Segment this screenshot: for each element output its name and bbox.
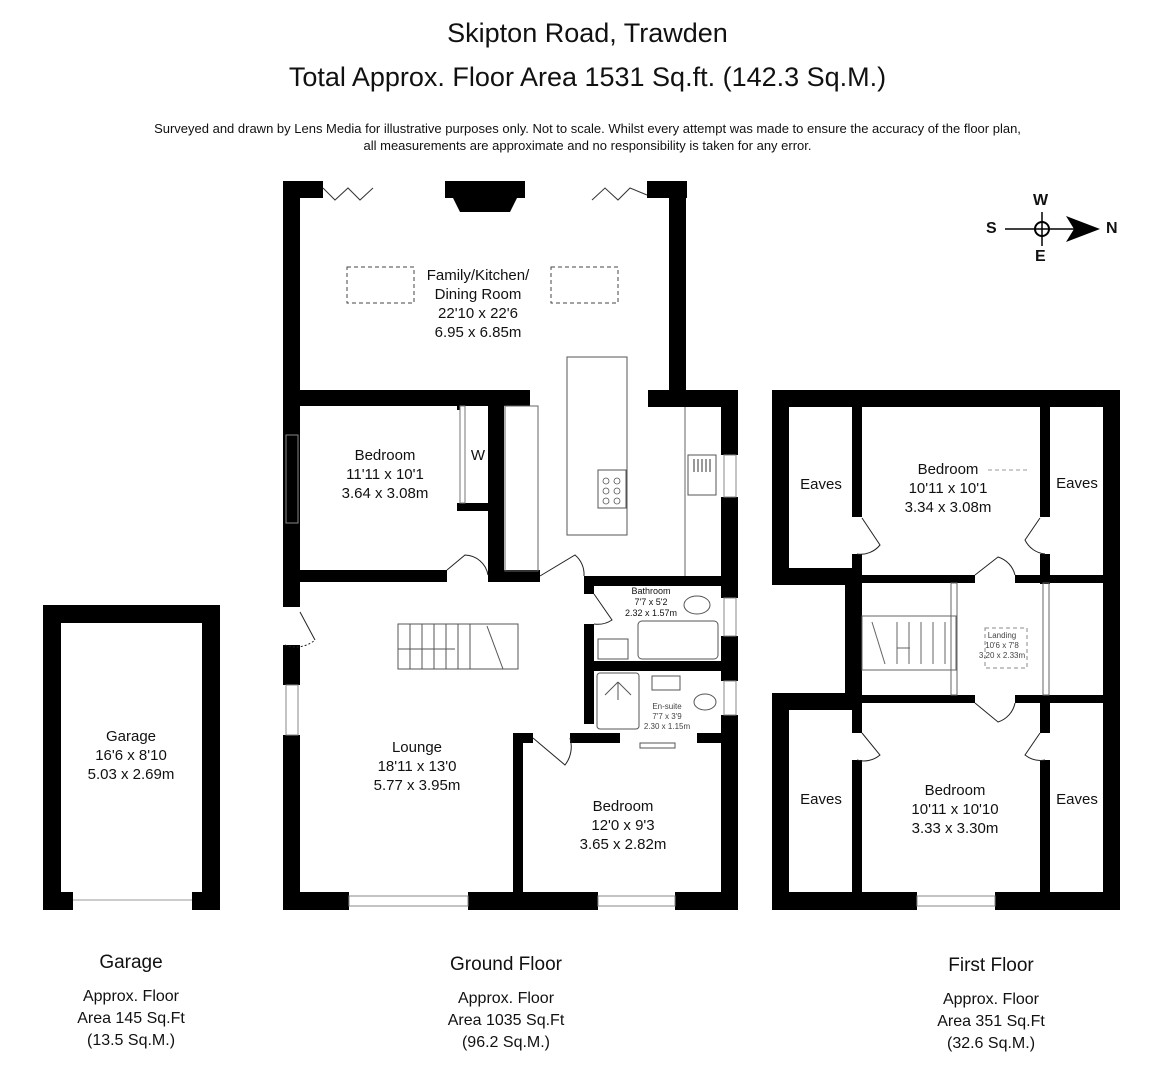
disclaimer: Surveyed and drawn by Lens Media for ill… [40,120,1135,154]
room-bedroom-ground-2: Bedroom 12'0 x 9'3 3.65 x 2.82m [579,798,667,853]
room-bathroom: Bathroom 7'7 x 5'2 2.32 x 1.57m [624,586,678,618]
room-bedroom-first-2: Bedroom 10'11 x 10'10 3.33 x 3.30m [911,782,999,837]
room-eaves-top-left: Eaves [800,476,842,493]
room-eaves-bottom-right: Eaves [1056,791,1098,808]
ground-floor-walls [283,181,738,910]
room-lounge: Lounge 18'11 x 13'0 5.77 x 3.95m [373,739,461,794]
compass-north-label: N [1106,220,1118,237]
compass-south-label: S [986,220,997,237]
compass-icon [1005,212,1100,246]
room-bedroom-ground-1: Bedroom 11'11 x 10'1 3.64 x 3.08m [341,447,429,502]
room-garage: Garage 16'6 x 8'10 5.03 x 2.69m [87,728,175,783]
room-eaves-top-right: Eaves [1056,475,1098,492]
disclaimer-line-1: Surveyed and drawn by Lens Media for ill… [154,121,1021,136]
garage-caption: Garage Approx. Floor Area 145 Sq.Ft (13.… [77,952,185,1049]
total-floor-area: Total Approx. Floor Area 1531 Sq.ft. (14… [288,62,887,92]
wardrobe-label: W [470,447,486,464]
compass-west-label: W [1033,192,1049,209]
disclaimer-line-2: all measurements are approximate and no … [363,138,812,153]
room-en-suite: En-suite 7'7 x 3'9 2.30 x 1.15m [643,702,691,731]
room-bedroom-first-1: Bedroom 10'11 x 10'1 3.34 x 3.08m [904,461,992,516]
property-address: Skipton Road, Trawden [447,18,728,48]
garage-walls [43,605,220,910]
compass-east-label: E [1035,248,1046,265]
room-eaves-bottom-left: Eaves [800,791,842,808]
room-family-kitchen-dining: Family/Kitchen/ Dining Room 22'10 x 22'6… [426,267,530,341]
first-floor-caption: First Floor Approx. Floor Area 351 Sq.Ft… [937,955,1045,1052]
ground-floor-caption: Ground Floor Approx. Floor Area 1035 Sq.… [447,954,565,1051]
ground-floor-windows [285,434,737,907]
first-floor-walls [772,390,1120,910]
room-landing: Landing 10'6 x 7'8 3.20 x 2.33m [978,631,1026,660]
